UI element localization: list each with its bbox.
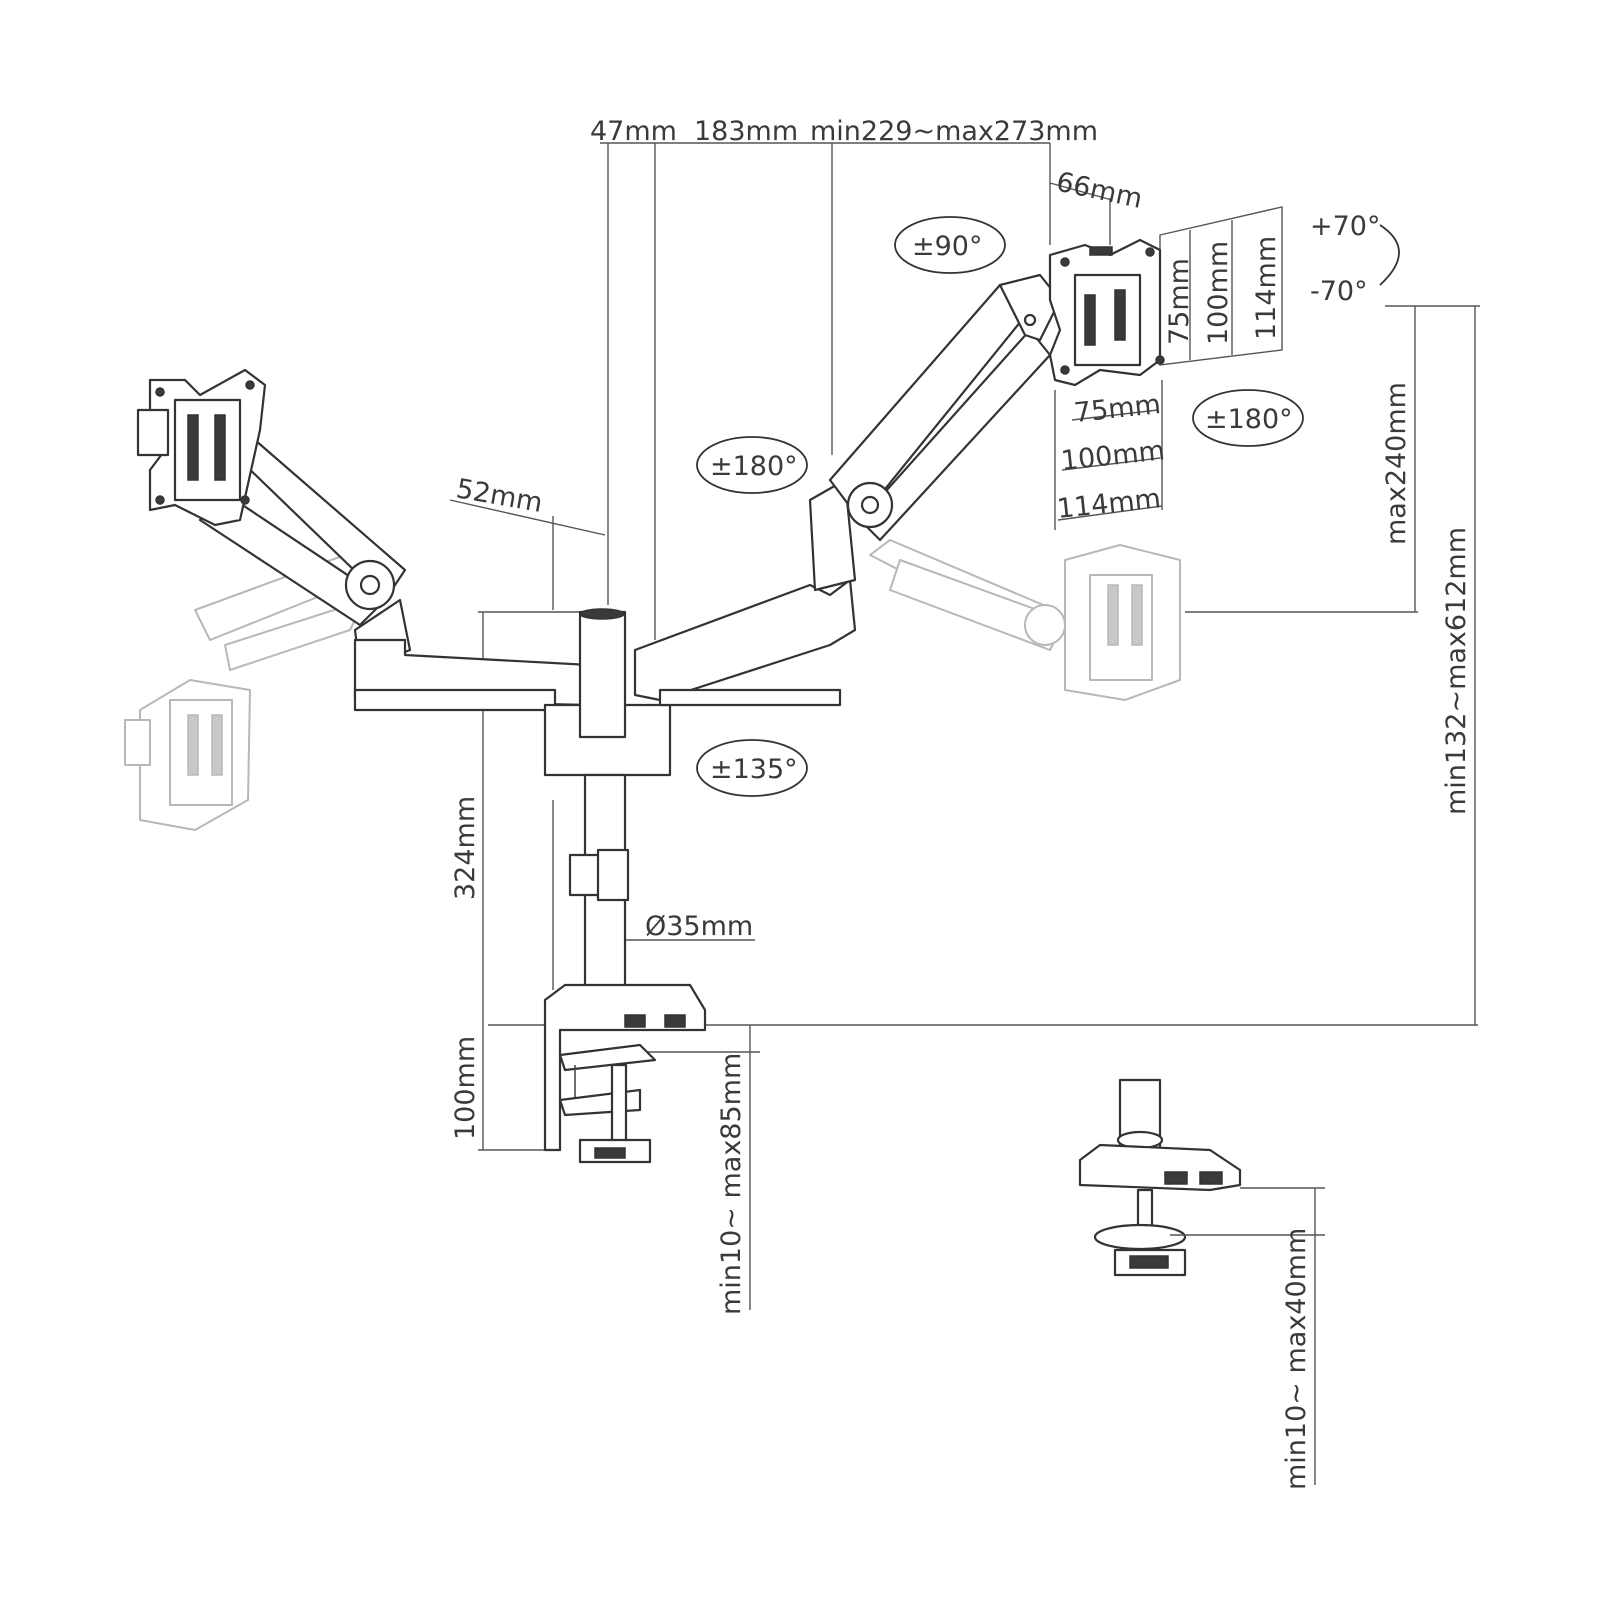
dim-height-range: min132~max612mm	[1441, 527, 1472, 815]
rotation-badge-90: ±90°	[894, 216, 1006, 274]
tilt-up-label: +70°	[1310, 211, 1380, 242]
dim-clamp-range: min10~ max85mm	[716, 1053, 747, 1315]
vesa-100-vertical: 100mm	[1203, 241, 1234, 345]
right-vesa-plate	[1048, 238, 1165, 387]
vesa-dimension-lines	[1054, 206, 1283, 530]
dim-66mm: 66mm	[1054, 167, 1146, 215]
rotation-180-head-label: ±180°	[1205, 404, 1293, 435]
dim-arm-range: min229~max273mm	[810, 116, 1098, 147]
center-pole	[543, 608, 672, 1002]
dim-324mm: 324mm	[450, 796, 481, 900]
rotation-180-arm-label: ±180°	[710, 451, 798, 482]
top-dimension-lines	[449, 142, 1113, 640]
vesa-75-vertical: 75mm	[1164, 258, 1195, 345]
vesa-75-horizontal: 75mm	[1072, 389, 1162, 429]
vesa-100-horizontal: 100mm	[1059, 435, 1166, 477]
right-monitor-arm	[633, 273, 1062, 707]
left-monitor-arm	[198, 438, 592, 712]
desk-clamp	[543, 983, 707, 1164]
ghost-right-monitor-position	[869, 539, 1181, 701]
rotation-badge-180-head: ±180°	[1192, 389, 1304, 447]
dim-183mm: 183mm	[694, 116, 798, 147]
vesa-114-horizontal: 114mm	[1055, 483, 1162, 525]
dim-max240mm: max240mm	[1381, 382, 1412, 545]
rotation-90-label: ±90°	[912, 231, 982, 262]
tilt-badge: +70° -70°	[1310, 211, 1400, 307]
rotation-badge-180-arm: ±180°	[696, 436, 808, 494]
rotation-135-label: ±135°	[710, 754, 798, 785]
dim-52mm: 52mm	[454, 473, 545, 519]
tilt-down-label: -70°	[1310, 276, 1368, 307]
dim-47mm: 47mm	[590, 116, 677, 147]
vesa-114-vertical: 114mm	[1251, 236, 1282, 340]
dim-pole-diameter: Ø35mm	[645, 911, 753, 942]
grommet-dimension-lines	[1170, 1187, 1325, 1485]
grommet-mount	[1078, 1078, 1242, 1277]
dim-100mm-clamp: 100mm	[450, 1036, 481, 1140]
rotation-badge-135: ±135°	[696, 739, 808, 797]
dim-grommet-range: min10~ max40mm	[1281, 1228, 1312, 1490]
left-vesa-plate	[136, 368, 267, 527]
